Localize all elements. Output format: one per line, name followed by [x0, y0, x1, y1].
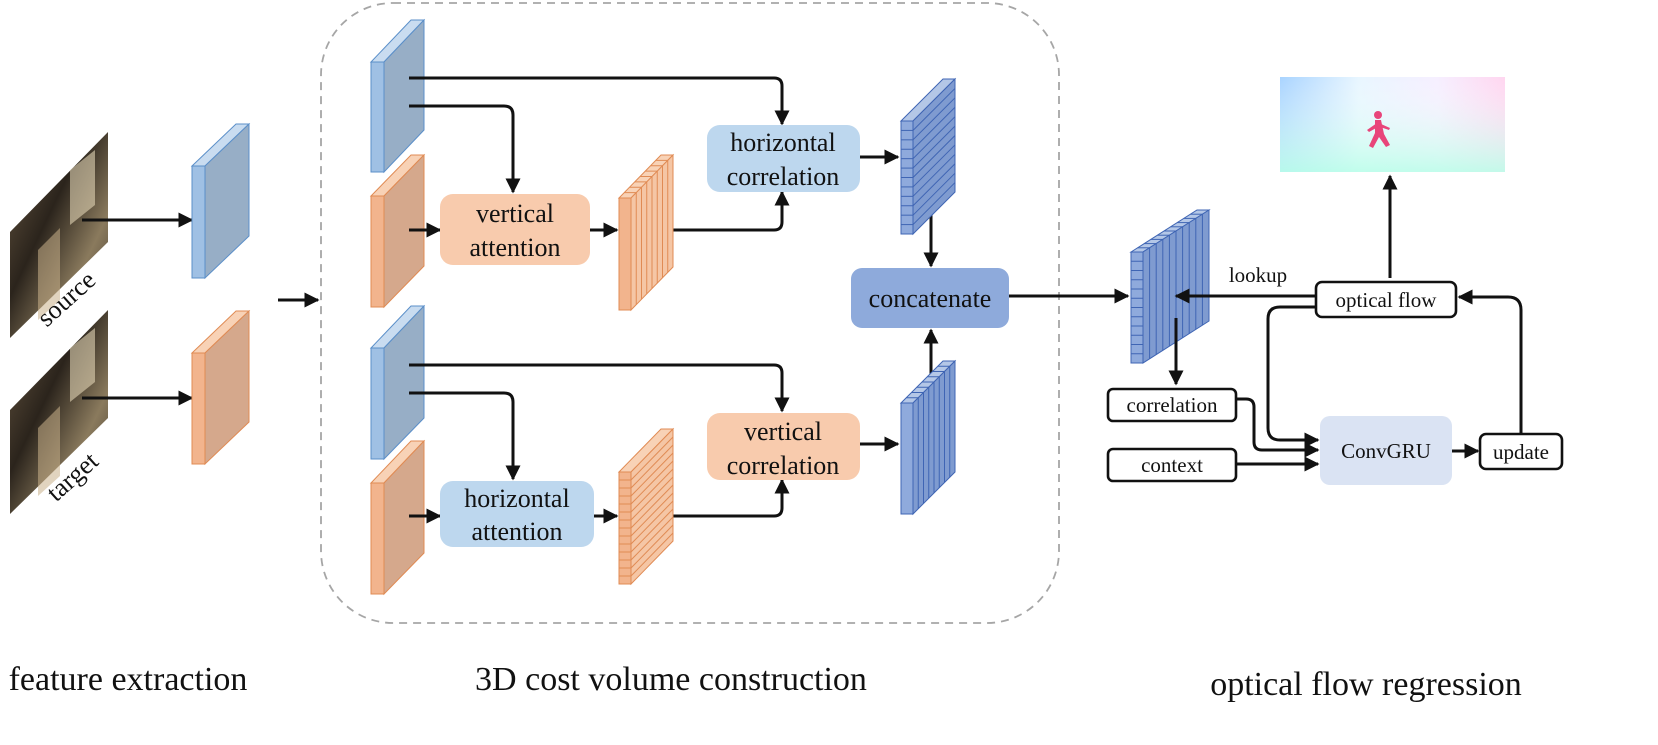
- horizontal-attention-line2: attention: [472, 517, 563, 546]
- cost-volume-container: [320, 2, 1060, 624]
- vertical-attention-line2: attention: [470, 233, 561, 262]
- horizontal-attention-line1: horizontal: [464, 484, 569, 513]
- horizontal-correlation-node: horizontal correlation: [707, 125, 860, 192]
- vertical-correlation-line2: correlation: [727, 451, 840, 480]
- cost-volume-caption: 3D cost volume construction: [475, 661, 867, 698]
- concatenate-label: concatenate: [869, 284, 992, 313]
- update-box: update: [1478, 432, 1564, 471]
- top-blue-feature: [369, 18, 426, 174]
- vertical-attention-line1: vertical: [476, 199, 554, 228]
- context-label: context: [1141, 453, 1203, 477]
- horizontal-correlation-line1: horizontal: [730, 128, 835, 157]
- horizontal-correlation-volume: [899, 77, 957, 236]
- horizontal-attention-node: horizontal attention: [440, 481, 594, 547]
- lookup-label: lookup: [1229, 263, 1287, 287]
- regression-caption: optical flow regression: [1210, 666, 1522, 703]
- correlation-label: correlation: [1127, 393, 1218, 417]
- vertical-attention-volume: [617, 153, 675, 312]
- vertical-attention-node: vertical attention: [440, 194, 590, 265]
- target-image: [10, 310, 108, 514]
- running-figure-icon: [1367, 111, 1390, 148]
- bottom-orange-feature: [369, 439, 426, 596]
- cost-volume: [1129, 209, 1211, 364]
- vertical-correlation-volume: [899, 359, 957, 516]
- vertical-correlation-line1: vertical: [744, 417, 822, 446]
- convgru-label: ConvGRU: [1341, 439, 1431, 463]
- convgru-box: ConvGRU: [1320, 416, 1452, 485]
- source-image: [10, 132, 108, 338]
- optical-flow-box: optical flow: [1314, 280, 1458, 319]
- horizontal-correlation-line2: correlation: [727, 162, 840, 191]
- context-box: context: [1106, 447, 1238, 483]
- flow-visualization: [1280, 77, 1505, 172]
- update-label: update: [1493, 440, 1549, 464]
- top-orange-feature: [369, 153, 426, 309]
- feature-extraction-caption: feature extraction: [9, 661, 248, 698]
- source-feature-map: [190, 122, 251, 280]
- bottom-blue-feature: [369, 304, 426, 461]
- horizontal-attention-volume: [617, 427, 675, 586]
- correlation-box: correlation: [1106, 387, 1238, 423]
- target-feature-map: [190, 309, 251, 466]
- concatenate-node: concatenate: [851, 268, 1009, 328]
- optical-flow-label: optical flow: [1336, 288, 1438, 312]
- vertical-correlation-node: vertical correlation: [707, 413, 860, 480]
